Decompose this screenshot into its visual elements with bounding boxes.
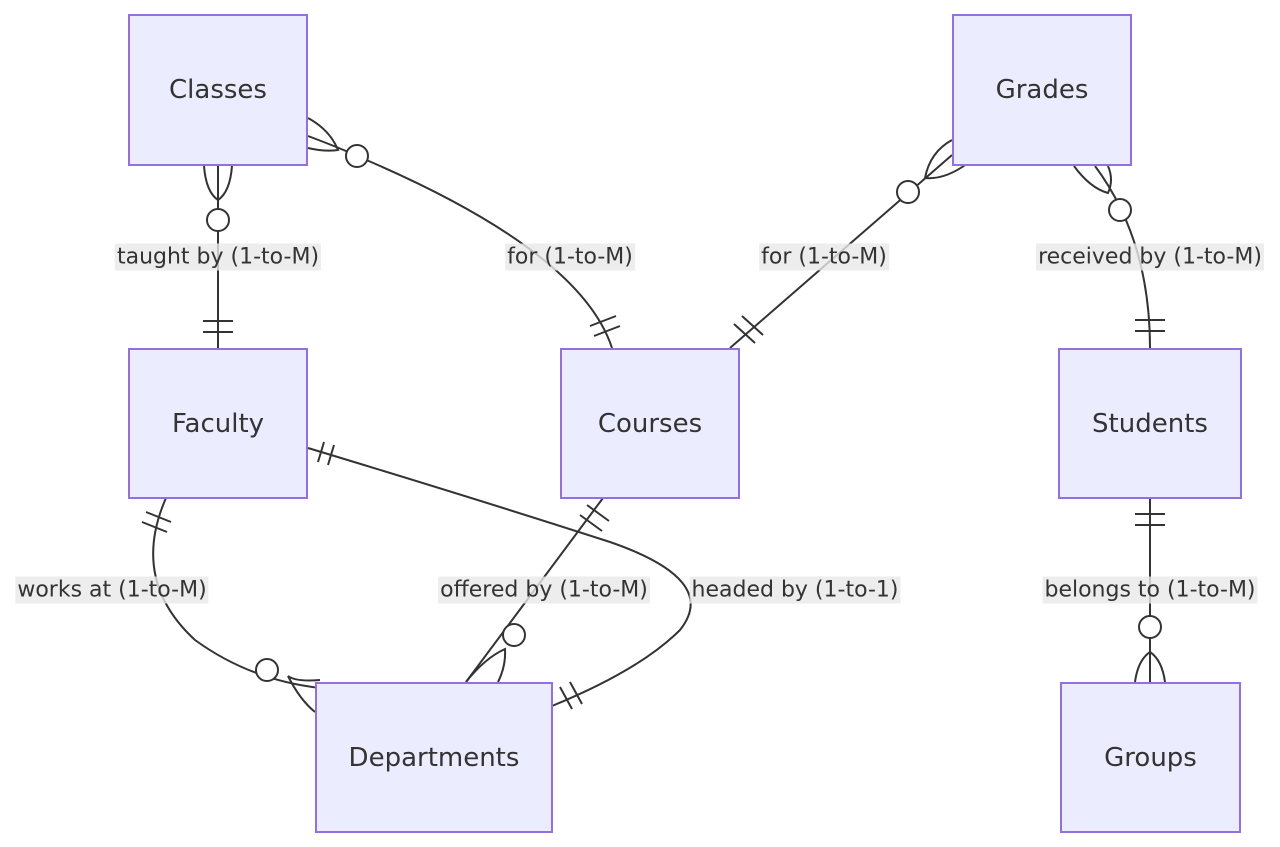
rel-label-grades-students: received by (1-to-M) [1036, 243, 1264, 271]
entity-classes-label: Classes [169, 75, 267, 105]
entity-groups-label: Groups [1104, 742, 1197, 773]
rel-label-classes-faculty: taught by (1-to-M) [114, 243, 322, 271]
entity-courses-label: Courses [597, 408, 703, 439]
entity-grades[interactable]: Grades [952, 14, 1132, 166]
rel-label-grades-courses: for (1-to-M) [759, 243, 889, 271]
entity-departments[interactable]: Departments [315, 682, 553, 833]
rel-label-faculty-departments-works: works at (1-to-M) [15, 576, 209, 604]
rel-line-classes-courses [307, 117, 621, 349]
entity-departments-label: Departments [348, 742, 520, 773]
entity-courses[interactable]: Courses [560, 348, 740, 499]
rel-label-students-groups: belongs to (1-to-M) [1042, 576, 1258, 604]
entity-grades-label: Grades [995, 75, 1089, 105]
rel-label-courses-departments: offered by (1-to-M) [438, 576, 650, 604]
rel-line-faculty-departments-head [307, 441, 692, 710]
entity-groups[interactable]: Groups [1060, 682, 1241, 833]
rel-label-classes-courses: for (1-to-M) [505, 243, 635, 271]
rel-label-faculty-departments-head: headed by (1-to-1) [689, 576, 901, 604]
entity-students-label: Students [1092, 408, 1208, 439]
entity-faculty-label: Faculty [171, 408, 265, 439]
entity-classes[interactable]: Classes [128, 14, 308, 166]
rel-line-faculty-departments-works [141, 497, 321, 713]
entity-students[interactable]: Students [1058, 348, 1242, 499]
entity-faculty[interactable]: Faculty [128, 348, 308, 499]
